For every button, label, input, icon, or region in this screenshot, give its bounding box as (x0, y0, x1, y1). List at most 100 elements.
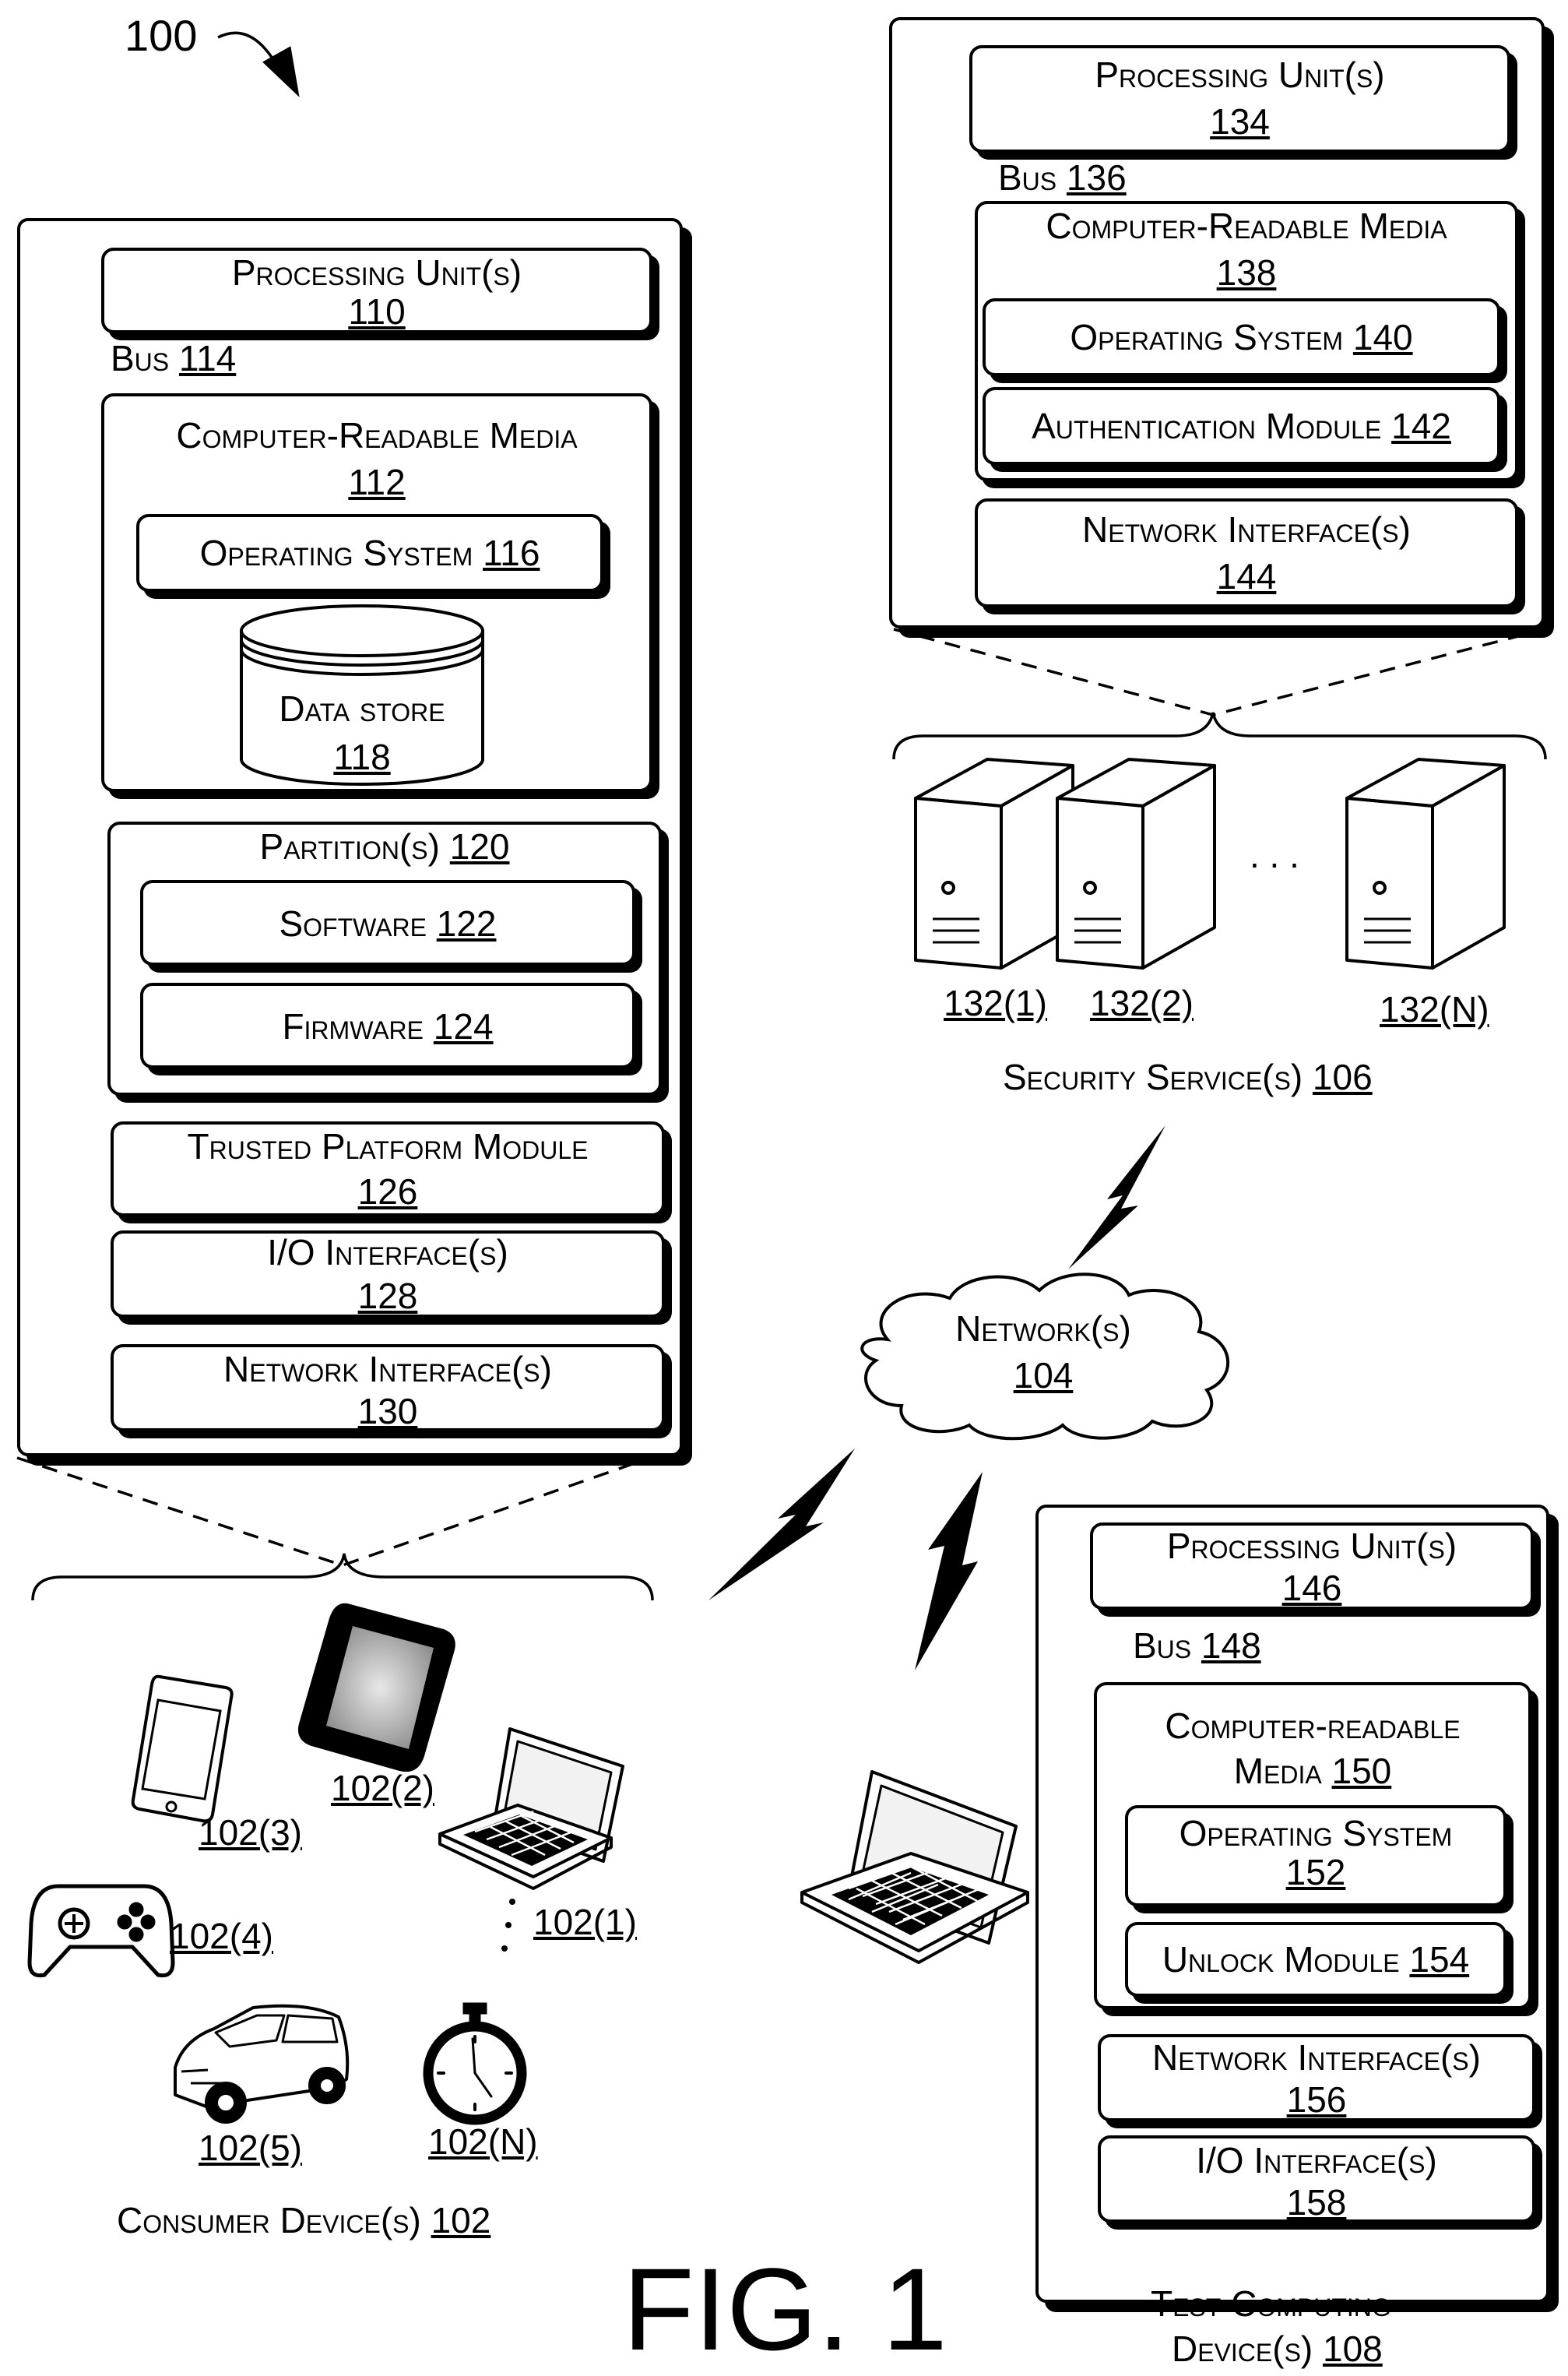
consumer-devices-text: Consumer Device(s) (117, 2200, 421, 2240)
server-icon (1341, 744, 1512, 977)
consumer-devices-ellipsis (498, 1892, 522, 1972)
test-device-label-1: Test Computing (1151, 2282, 1391, 2325)
processing-units-134: Processing Unit(s) 134 (969, 45, 1510, 153)
bus-label: Bus (111, 338, 169, 378)
authentication-module-142: Authentication Module 142 (983, 387, 1500, 465)
trusted-platform-module-126: Trusted Platform Module 126 (111, 1121, 665, 1216)
server-ellipsis: . . . (1250, 833, 1299, 877)
crm-label: Computer-Readable Media (104, 412, 649, 459)
server-icon (1051, 744, 1222, 977)
firmware-124: Firmware 124 (140, 983, 635, 1068)
operating-system-140: Operating System 140 (983, 298, 1500, 376)
test-device-label-2: Device(s) (1172, 2328, 1313, 2369)
expansion-lines-consumer (17, 1458, 650, 1565)
bus-136-label: Bus 136 (998, 156, 1127, 199)
test-device-label-2-row: Device(s) 108 (1172, 2327, 1383, 2371)
auth-ref: 142 (1391, 406, 1451, 446)
network-ref: 104 (895, 1352, 1191, 1399)
bus-ref: 114 (179, 338, 236, 378)
os-ref: 116 (483, 533, 540, 573)
unlock-text: Unlock Module 154 (1128, 1936, 1503, 1983)
vertical-ellipsis-icon (498, 1892, 522, 1962)
partitions-label: Partition(s) (260, 826, 440, 867)
td-io-label: I/O Interface(s) (1101, 2137, 1532, 2184)
figure-ref-100: 100 (125, 14, 197, 58)
device-label-102-2: 102(2) (331, 1766, 434, 1810)
laptop-icon (794, 1756, 1043, 1990)
lightning-consumer (708, 1448, 855, 1600)
partitions-ref: 120 (450, 826, 510, 867)
io-interfaces-158: I/O Interface(s) 158 (1098, 2135, 1535, 2223)
operating-system-152: Operating System 152 (1125, 1805, 1506, 1906)
ss-os-label: Operating System (1070, 317, 1343, 357)
expansion-lines-security (894, 629, 1545, 715)
auth-label: Authentication Module (1032, 406, 1381, 446)
security-services-label: Security Service(s) 106 (1003, 1055, 1373, 1099)
security-services-ref: 106 (1313, 1057, 1373, 1097)
brace-consumer-devices (33, 1554, 652, 1600)
software-122: Software 122 (140, 880, 635, 966)
software-text: Software 122 (143, 900, 632, 947)
operating-system-text: Operating System 116 (139, 530, 600, 576)
ss-os-ref: 140 (1353, 317, 1413, 357)
figure-ref-arrow (218, 33, 274, 61)
ss-crm-ref: 138 (978, 249, 1515, 296)
server-label-1: 132(1) (944, 981, 1047, 1025)
td-crm-label-2: Media (1234, 1751, 1322, 1791)
auth-text: Authentication Module 142 (986, 403, 1497, 449)
smartphone-icon (128, 1670, 237, 1826)
network-interfaces-156: Network Interface(s) 156 (1098, 2034, 1535, 2121)
processing-units-110: Processing Unit(s) 110 (101, 248, 652, 333)
td-io-ref: 158 (1101, 2179, 1532, 2226)
server-label-2: 132(2) (1090, 981, 1194, 1025)
network-interfaces-130: Network Interface(s) 130 (111, 1344, 665, 1431)
bus-148-label: Bus 148 (1133, 1624, 1261, 1667)
network-interfaces-144: Network Interface(s) 144 (975, 498, 1518, 607)
ni-label: Network Interface(s) (114, 1346, 662, 1392)
processing-units-ref: 110 (104, 288, 649, 335)
lightning-test (915, 1472, 983, 1670)
game-controller-icon (27, 1877, 175, 1982)
server-label-n: 132(N) (1380, 987, 1489, 1031)
device-label-102-1: 102(1) (533, 1900, 637, 1944)
td-pu-label: Processing Unit(s) (1093, 1522, 1531, 1569)
security-services-text: Security Service(s) (1003, 1057, 1303, 1097)
network-label: Network(s) (895, 1305, 1191, 1352)
unlock-module-154: Unlock Module 154 (1125, 1922, 1506, 1997)
td-crm-label-1: Computer-readable (1097, 1702, 1528, 1749)
unlock-label: Unlock Module (1162, 1939, 1400, 1980)
tpm-label: Trusted Platform Module (114, 1123, 662, 1170)
laptop-icon (432, 1721, 635, 1904)
car-icon (160, 1994, 354, 2126)
consumer-devices-ref: 102 (431, 2200, 491, 2240)
device-label-102-5: 102(5) (199, 2126, 302, 2170)
data-store-ref: 118 (234, 734, 490, 780)
firmware-ref: 124 (434, 1006, 494, 1047)
ss-crm-label: Computer-Readable Media (978, 202, 1515, 249)
firmware-text: Firmware 124 (143, 1003, 632, 1050)
td-os-ref: 152 (1128, 1849, 1503, 1896)
software-label: Software (279, 903, 426, 944)
ss-ni-ref: 144 (978, 553, 1515, 600)
ss-bus-ref: 136 (1067, 157, 1127, 198)
consumer-devices-label: Consumer Device(s) 102 (117, 2198, 490, 2242)
io-interfaces-128: I/O Interface(s) 128 (111, 1230, 665, 1318)
test-device-ref: 108 (1323, 2328, 1383, 2369)
bus-114-label: Bus 114 (111, 336, 236, 380)
firmware-label: Firmware (282, 1006, 424, 1047)
processing-units-146: Processing Unit(s) 146 (1090, 1522, 1534, 1610)
os-label: Operating System (200, 533, 473, 573)
partitions-text: Partition(s) 120 (111, 823, 659, 870)
software-ref: 122 (437, 903, 497, 944)
td-ni-label: Network Interface(s) (1101, 2034, 1532, 2081)
crm-ref: 112 (104, 459, 649, 505)
device-label-102-4: 102(4) (170, 1914, 273, 1958)
stopwatch-icon (417, 2001, 533, 2130)
td-bus-ref: 148 (1201, 1625, 1261, 1666)
io-ref: 128 (114, 1272, 662, 1319)
td-crm-label-2-row: Media 150 (1097, 1748, 1528, 1794)
device-label-102-3: 102(3) (199, 1811, 302, 1854)
td-bus-label: Bus (1133, 1625, 1191, 1666)
data-store-label: Data store (234, 685, 490, 732)
ss-pu-label: Processing Unit(s) (972, 51, 1507, 98)
